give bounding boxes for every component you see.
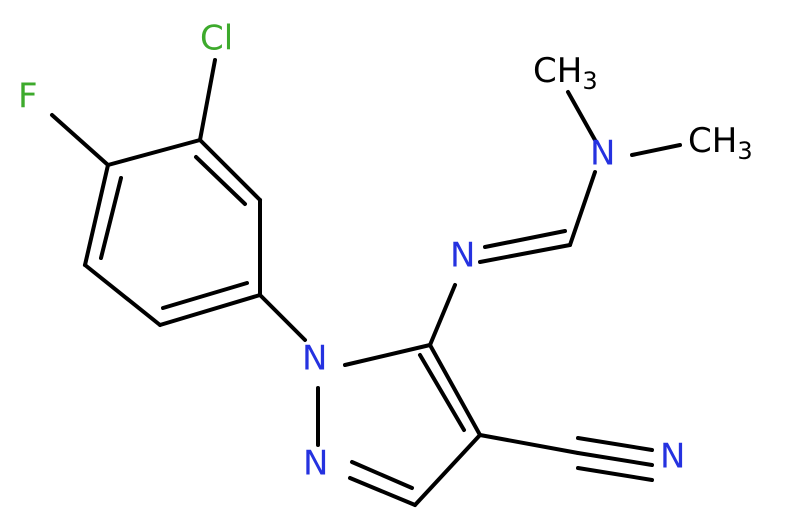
bond: [198, 138, 262, 202]
bond-nitrile-2: [576, 451, 654, 467]
bond: [106, 138, 202, 167]
label-ch3-right: CH3: [688, 121, 753, 166]
ch3-right-ch: CH: [688, 121, 737, 161]
bond-aryl-n1: [258, 293, 307, 342]
bond-nitrile-3: [576, 466, 654, 482]
bond: [194, 155, 247, 206]
bond-n-imine-ch-double: [483, 229, 567, 249]
bond-n-ch3-top: [566, 90, 597, 142]
bond-n-ch3-right: [630, 143, 682, 157]
bond: [428, 343, 482, 437]
bond: [348, 476, 417, 507]
bond: [413, 433, 482, 507]
bond: [83, 263, 162, 327]
atom-n1: N: [302, 339, 327, 379]
bond: [83, 163, 110, 267]
atom-n-nitrile: N: [660, 437, 685, 477]
bond: [161, 281, 249, 310]
atom-cl: Cl: [200, 19, 233, 59]
bond-c-cl: [198, 58, 217, 142]
atom-n2: N: [303, 444, 328, 484]
bond: [350, 460, 414, 490]
atom-n-imine: N: [450, 236, 475, 276]
ch3-top-sub: 3: [582, 67, 597, 95]
benzene-ring: [83, 138, 262, 327]
bond: [99, 176, 123, 260]
bond: [158, 293, 262, 327]
atom-n-amine: N: [590, 134, 615, 174]
atom-f: F: [18, 77, 38, 117]
pyrazole-ring: [316, 343, 482, 507]
label-ch3-top: CH3: [533, 51, 598, 96]
ch3-top-ch: CH: [533, 51, 582, 91]
bond-ch-n-amine: [568, 170, 597, 247]
bond-c4-cn: [478, 433, 580, 455]
bond: [418, 353, 466, 432]
bond: [343, 343, 432, 367]
bond-c-f: [50, 113, 110, 167]
bond-c5-n-imine: [428, 283, 457, 347]
bond-nitrile-1: [576, 436, 654, 452]
ch3-right-sub: 3: [737, 137, 752, 165]
bond-n-imine-ch: [478, 243, 572, 264]
